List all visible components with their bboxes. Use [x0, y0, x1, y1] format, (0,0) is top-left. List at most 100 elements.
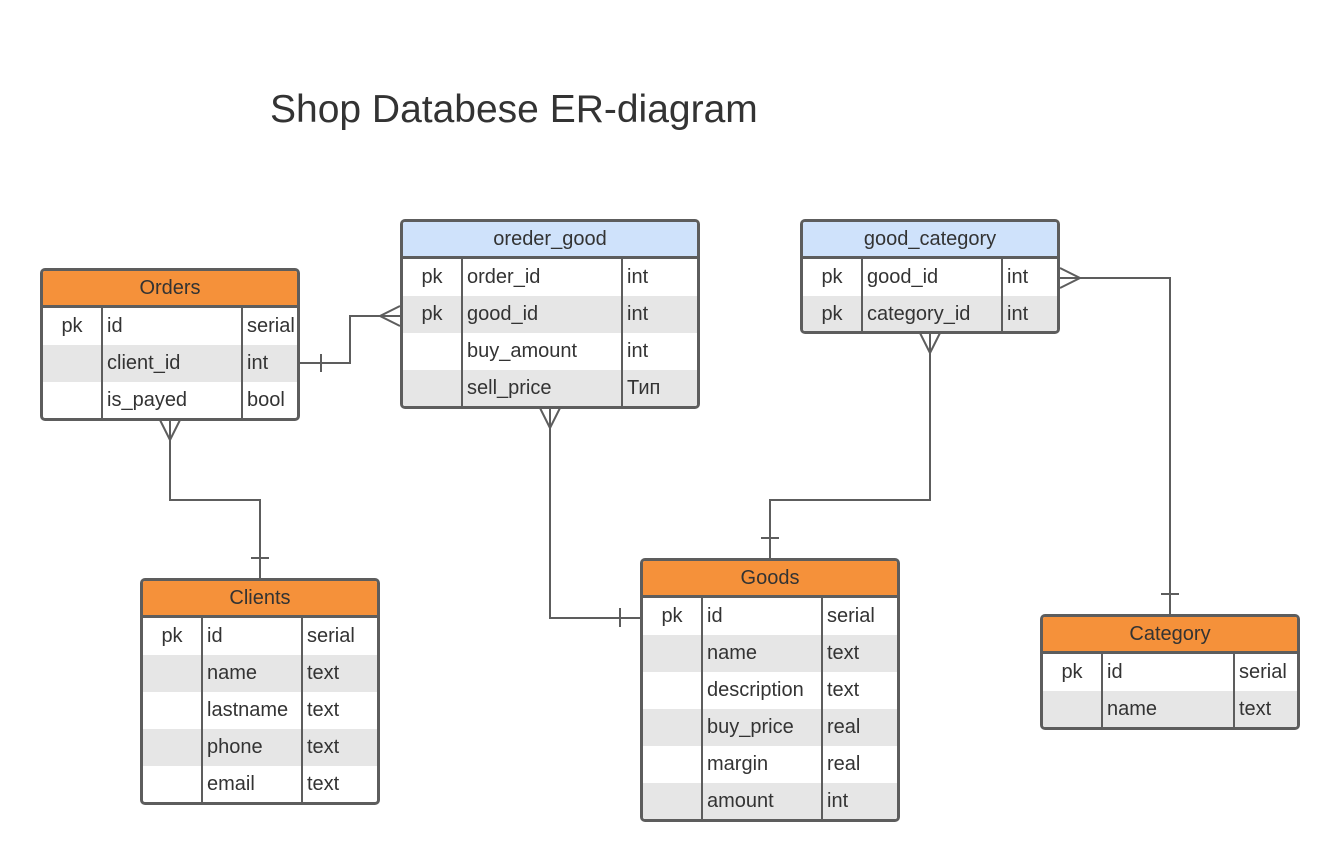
table-goods[interactable]: Goods pk id serial name text description…	[640, 558, 900, 822]
key-cell	[1043, 691, 1103, 727]
field-cell: buy_amount	[463, 333, 623, 370]
table-clients[interactable]: Clients pk id serial name text lastname …	[140, 578, 380, 805]
table-row: pk good_id int	[803, 259, 1057, 296]
table-row: is_payed bool	[43, 382, 297, 418]
table-header-order-good: oreder_good	[403, 222, 697, 259]
key-cell	[403, 333, 463, 370]
field-cell: phone	[203, 729, 303, 766]
key-cell	[403, 370, 463, 406]
field-cell: email	[203, 766, 303, 802]
field-cell: category_id	[863, 296, 1003, 331]
type-cell: int	[627, 303, 649, 325]
type-cell: int	[1007, 266, 1029, 288]
table-header-good-category: good_category	[803, 222, 1057, 259]
type-cell: Тип	[627, 377, 661, 399]
field-cell: buy_price	[703, 709, 823, 746]
type-cell: int	[627, 340, 649, 362]
field-cell: client_id	[103, 345, 243, 382]
type-cell: serial	[247, 315, 295, 337]
type-cell: int	[1007, 303, 1029, 325]
table-row: pk id serial	[143, 618, 377, 655]
field-cell: is_payed	[103, 382, 243, 418]
table-header-clients: Clients	[143, 581, 377, 618]
table-order-good[interactable]: oreder_good pk order_id int pk good_id i…	[400, 219, 700, 409]
key-cell: pk	[403, 296, 463, 333]
table-category[interactable]: Category pk id serial name text	[1040, 614, 1300, 730]
table-row: description text	[643, 672, 897, 709]
field-cell: id	[203, 618, 303, 655]
table-good-category[interactable]: good_category pk good_id int pk category…	[800, 219, 1060, 334]
field-cell: description	[703, 672, 823, 709]
table-row: sell_price Тип	[403, 370, 697, 406]
table-row: email text	[143, 766, 377, 802]
field-cell: amount	[703, 783, 823, 819]
table-row: pk id serial	[643, 598, 897, 635]
type-cell: text	[1239, 698, 1272, 720]
key-cell	[43, 382, 103, 418]
type-cell: text	[307, 662, 340, 684]
type-cell: text	[307, 736, 340, 758]
type-cell: text	[827, 679, 860, 701]
relation-good-category-category	[1059, 267, 1179, 614]
type-cell: serial	[1239, 661, 1287, 683]
key-cell	[643, 746, 703, 783]
type-cell: int	[247, 352, 269, 374]
type-cell: text	[307, 699, 340, 721]
field-cell: sell_price	[463, 370, 623, 406]
table-row: pk good_id int	[403, 296, 697, 333]
key-cell: pk	[1043, 654, 1103, 691]
key-cell: pk	[803, 259, 863, 296]
key-cell	[143, 692, 203, 729]
key-cell: pk	[143, 618, 203, 655]
relation-order-good-goods	[539, 407, 640, 627]
field-cell: name	[703, 635, 823, 672]
key-cell: pk	[403, 259, 463, 296]
table-row: pk category_id int	[803, 296, 1057, 331]
key-cell	[143, 655, 203, 692]
key-cell	[643, 709, 703, 746]
key-cell	[143, 729, 203, 766]
key-cell	[643, 672, 703, 709]
field-cell: id	[703, 598, 823, 635]
key-cell: pk	[43, 308, 103, 345]
relation-good-category-goods	[761, 332, 941, 558]
table-row: buy_amount int	[403, 333, 697, 370]
key-cell: pk	[643, 598, 703, 635]
type-cell: serial	[827, 605, 875, 627]
table-row: buy_price real	[643, 709, 897, 746]
relation-orders-order-good	[300, 305, 401, 372]
table-row: name text	[143, 655, 377, 692]
table-row: pk id serial	[1043, 654, 1297, 691]
table-header-orders: Orders	[43, 271, 297, 308]
field-cell: id	[103, 308, 243, 345]
table-row: lastname text	[143, 692, 377, 729]
table-row: margin real	[643, 746, 897, 783]
table-header-category: Category	[1043, 617, 1297, 654]
diagram-title: Shop Databese ER-diagram	[270, 88, 758, 131]
type-cell: bool	[247, 389, 285, 411]
table-row: pk id serial	[43, 308, 297, 345]
table-row: name text	[643, 635, 897, 672]
table-row: phone text	[143, 729, 377, 766]
key-cell	[143, 766, 203, 802]
key-cell	[643, 783, 703, 819]
field-cell: lastname	[203, 692, 303, 729]
field-cell: name	[203, 655, 303, 692]
key-cell: pk	[803, 296, 863, 331]
type-cell: real	[827, 716, 861, 738]
table-orders[interactable]: Orders pk id serial client_id int is_pay…	[40, 268, 300, 421]
key-cell	[643, 635, 703, 672]
table-row: name text	[1043, 691, 1297, 727]
relation-orders-clients	[159, 419, 269, 578]
type-cell: text	[827, 642, 860, 664]
field-cell: id	[1103, 654, 1235, 691]
type-cell: real	[827, 753, 861, 775]
field-cell: order_id	[463, 259, 623, 296]
type-cell: int	[827, 790, 849, 812]
type-cell: serial	[307, 625, 355, 647]
table-row: amount int	[643, 783, 897, 819]
table-row: pk order_id int	[403, 259, 697, 296]
field-cell: name	[1103, 691, 1235, 727]
type-cell: int	[627, 266, 649, 288]
